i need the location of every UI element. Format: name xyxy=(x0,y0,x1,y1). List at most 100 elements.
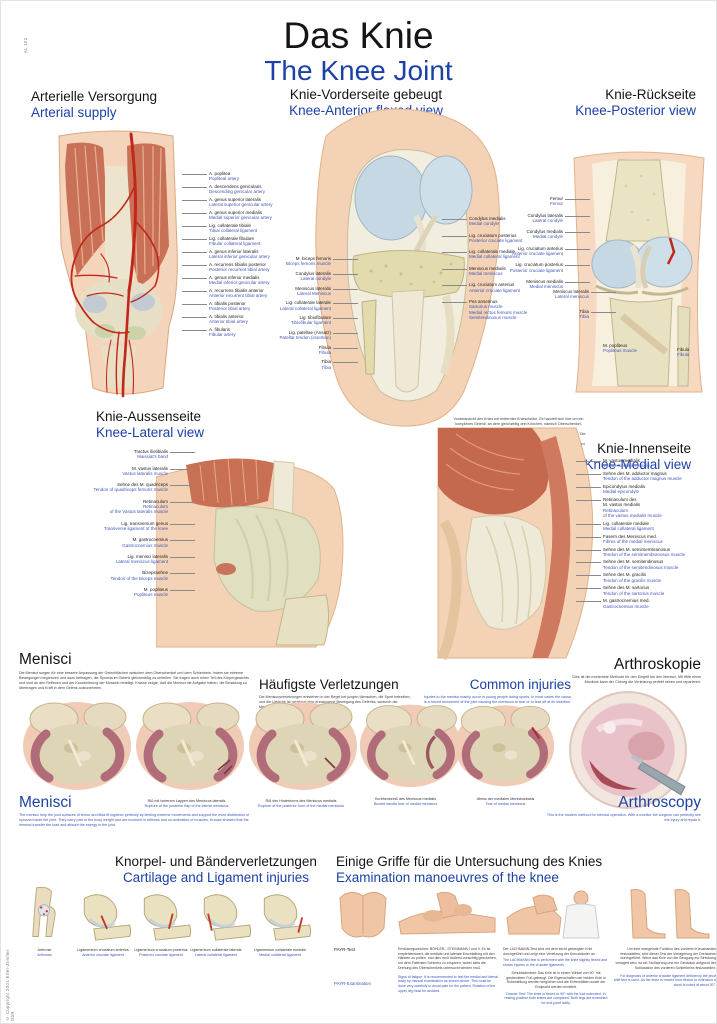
drawer-test-figure xyxy=(506,890,600,939)
anatomy-label-de: Sehne des M. gracilis xyxy=(603,572,647,578)
figure-caption-en: Tear of medial meniscus xyxy=(485,801,526,806)
anatomy-label-de: Meniscus medialis xyxy=(469,265,506,271)
anatomy-label-en: Maissiat's band xyxy=(137,454,168,460)
examination-section-header: Einige Griffe für die Untersuchung des K… xyxy=(336,854,602,887)
fatigue-text-de: Ermüdungszeichen: BÖHLER-, STEINMANN I u… xyxy=(398,947,497,970)
anatomy-label-en: Tendon of quadriceps femoris muscle xyxy=(93,487,168,493)
anatomy-label-de: Sehne des M. semimembranosus xyxy=(603,546,671,552)
anatomy-label-de: Condylus medialis xyxy=(469,216,506,221)
arthroscopy-text-en: This is the modern method for menisci op… xyxy=(546,813,701,822)
anatomy-label-en: Retinaculum of the Vastus lateralis musc… xyxy=(109,504,168,515)
anatomy-label-en: Anterior recurrent tibial artery xyxy=(209,293,268,299)
anatomy-label: Lig. cruciatum anterius Anterior cruciat… xyxy=(442,282,541,293)
figure-caption-de: Ligamentum collaterale mediale xyxy=(253,948,307,952)
payr-text-de: PAYR-Test xyxy=(334,947,392,952)
pivot-text-en: For diagnosis of anterior cruciate ligam… xyxy=(613,973,716,988)
anatomy-label-de: Bizepssehne xyxy=(142,570,168,576)
figure-caption-de: Ligamentum cruciatum anterius xyxy=(77,948,129,952)
anatomy-label-en: Medial inferior genicular artery xyxy=(209,280,270,286)
arthroscopy-heading-de: Arthroskopie xyxy=(613,656,701,673)
anatomy-label-en: Transverse ligament of the knee xyxy=(103,525,168,531)
anatomy-label: M. popliteus Popliteus muscle xyxy=(76,587,195,598)
anatomy-label: A. poplitea Popliteal artery xyxy=(182,171,289,182)
arterial-labels: A. poplitea Popliteal artery A. descende… xyxy=(182,171,289,340)
anatomy-label-en: Lateral superior genicular artery xyxy=(209,202,273,208)
anatomy-label-en: Medial condyle xyxy=(532,234,563,240)
anatomy-label-de: A. fibularis xyxy=(209,326,231,332)
examination-heading-en: Examination manoeuvres of the knee xyxy=(336,870,559,886)
anatomy-label: A. recurrens tibialis anterior Anterior … xyxy=(182,288,289,299)
figure-caption-de: Abriss der medialen Meniskusbasis xyxy=(476,797,535,801)
anatomy-label-de: Lig. collaterale tibiale xyxy=(209,222,252,228)
arthroscopy-heading-en: Arthroscopy xyxy=(618,794,701,811)
anatomy-label-en: Fibula xyxy=(318,349,331,355)
anatomy-label-en: Medial meniscus xyxy=(469,271,503,277)
anatomy-label: Lig. collaterale tibiale Tibial collater… xyxy=(182,222,289,234)
anatomy-label-en: Fibular collateral ligament xyxy=(209,241,261,247)
anatomy-label-en: Tendon of the semitendinosus muscle xyxy=(603,564,679,570)
figure-caption-en: Medial collateral ligament xyxy=(259,952,301,957)
posterior-heading-de: Knie-Rückseite xyxy=(605,87,696,102)
anatomy-label-en: Popliteus muscle xyxy=(133,592,168,598)
anatomy-label: A. genus superior lateralis Lateral supe… xyxy=(182,196,289,208)
figure-caption: Ligamentum cruciatum anterius Anterior c… xyxy=(73,948,133,958)
posterior-heading-en: Knee-Posterior view xyxy=(575,103,696,119)
anatomy-label-en: Vastus lateralis muscle xyxy=(122,470,168,476)
figure-caption-de: Ligamentum cruciatum posterius xyxy=(134,948,188,952)
anatomy-label: A. genus inferior lateralis Lateral infe… xyxy=(182,249,289,260)
figure-caption: Ligamentum collaterale mediale Medial co… xyxy=(245,948,315,958)
anatomy-label-de: M. vastus medialis xyxy=(603,458,641,463)
anatomy-label-de: Retinaculum xyxy=(142,498,168,504)
arterial-panel: A. poplitea Popliteal artery A. descende… xyxy=(26,111,286,406)
anatomy-label-de: A. genus superior lateralis xyxy=(209,196,262,202)
posterior-label-fibula: Fibula Fibula xyxy=(677,347,716,361)
anatomy-label-de: Sehne des M. semitendinosus xyxy=(603,559,664,565)
payr-test-figure xyxy=(339,892,387,938)
anatomy-label-de: Sehne des M. quadriceps xyxy=(116,482,168,488)
figure-caption: Ligamentum collaterale laterale Lateral … xyxy=(187,948,245,958)
posterior-section-header: Knie-Rückseite Knee-Posterior view xyxy=(575,87,696,120)
anatomy-label-en: Medial epicondyle xyxy=(603,489,640,495)
arterial-supply-illustration xyxy=(58,130,178,398)
anatomy-label-en: Anterior cruciate ligament xyxy=(469,287,521,293)
anatomy-label: Condylus medialis Medial condyle xyxy=(442,216,541,227)
anatomy-label: Retinaculum Retinaculum of the Vastus la… xyxy=(76,498,195,515)
figure-caption-de: Riß des Hinterhorns des Meniscus mediali… xyxy=(265,799,337,803)
anatomy-label-en: Tendon of the semimembranosus muscle xyxy=(603,551,686,557)
anatomy-label-de: A. poplitea xyxy=(209,171,231,176)
anatomy-label: M. popliteus Popliteus muscle xyxy=(603,343,658,354)
anatomy-label: Meniscus lateralis Lateral meniscus xyxy=(529,289,616,300)
drawer-text-en: Drawer Test: The knee is flexed to 90° w… xyxy=(504,991,608,1006)
anatomy-label-en: Medial condyle xyxy=(469,221,500,227)
anatomy-label: Femur Femur xyxy=(491,196,590,207)
anatomy-label-de: Lig. transversum genus xyxy=(121,520,168,526)
anatomy-label-de: Lig. cruciatum anterius xyxy=(469,282,515,288)
anterior-labels-right: Condylus medialis Medial condyle Lig. cr… xyxy=(442,216,541,326)
anatomy-label-en: Popliteal artery xyxy=(209,176,240,182)
anatomy-label: Sehne des M. sartorius Tendon of the sar… xyxy=(576,585,715,596)
anatomy-label: Bizepssehne Tendon of the Biceps muscle xyxy=(76,570,195,581)
anatomy-label: Tractus iliotibialis Maissiat's band xyxy=(76,449,195,460)
anatomy-label-de: Lig. collaterale mediale xyxy=(603,520,650,526)
anatomy-label-en: Anterior tibial artery xyxy=(209,319,249,325)
anatomy-label-en: Posterior recurrent tibial artery xyxy=(209,267,270,273)
anatomy-label-en: Lateral collateral ligament xyxy=(279,305,331,311)
anatomy-label-en: Tendon of the adductor magnus muscle xyxy=(603,476,682,482)
anatomy-label: Fasern des Meniscus med. Fibres of the m… xyxy=(576,534,715,545)
posterior-labels-left: Femur Femur Condylus lateralis Lateral c… xyxy=(491,196,590,296)
anatomy-label-de: Epicondylus medialis xyxy=(603,483,646,489)
title-german: Das Knie xyxy=(283,15,434,56)
meniscus-figure-normal xyxy=(23,702,131,790)
mcl-injury-figure xyxy=(263,894,312,941)
anatomy-label-en: Popliteus muscle xyxy=(603,348,638,354)
anatomy-label-de: Fibula xyxy=(677,347,690,352)
anatomy-label-en: Medial collateral ligament xyxy=(469,254,520,260)
anatomy-label-de: Lig. cruciatum posterius xyxy=(515,262,563,268)
anatomy-label-de: A. genus superior medialis xyxy=(209,209,263,215)
anatomy-label-en: Lateral meniscus ligament xyxy=(115,559,168,565)
anatomy-label-en: Lateral condyle xyxy=(532,217,563,223)
anatomy-label: Retinaculum des M. vastus medialis Retin… xyxy=(576,497,715,518)
anterior-panel: M. biceps femoris Biceps femoris muscle … xyxy=(251,101,541,436)
anatomy-label: M. vastus lateralis Vastus lateralis mus… xyxy=(76,466,195,477)
figure-caption: Abriss der medialen Meniskusbasis Tear o… xyxy=(458,797,553,807)
